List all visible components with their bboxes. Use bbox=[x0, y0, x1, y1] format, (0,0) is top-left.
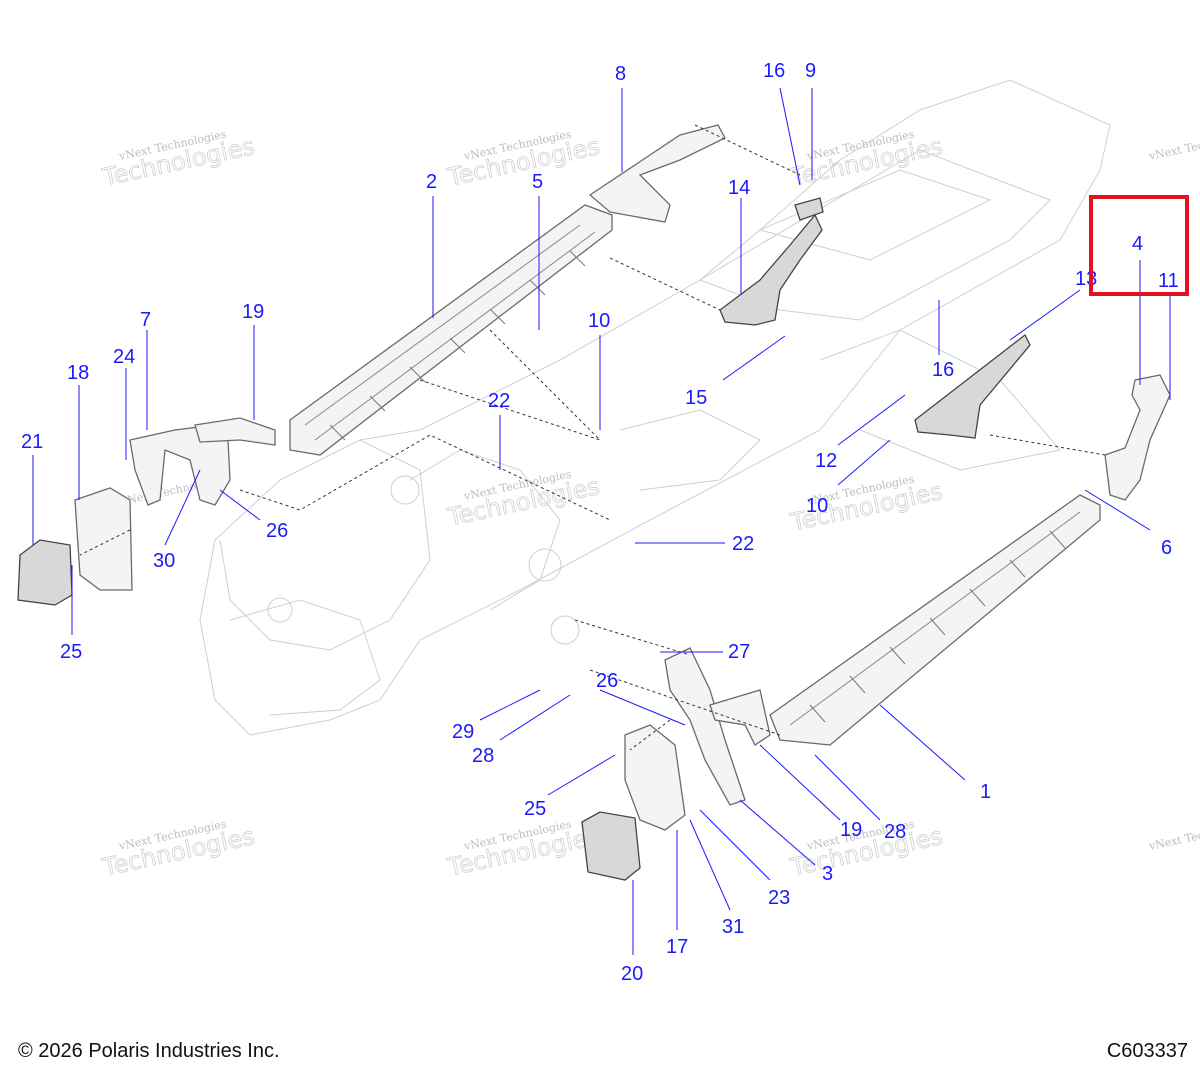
chassis-outline bbox=[199, 79, 1111, 736]
watermark: Technologies vNext Technologies bbox=[444, 127, 602, 192]
footrest-bracket-left bbox=[588, 124, 726, 223]
callout-26-left[interactable]: 26 bbox=[266, 520, 288, 542]
assembly-lines bbox=[79, 124, 1106, 751]
callout-29[interactable]: 29 bbox=[452, 721, 474, 743]
callout-12[interactable]: 12 bbox=[815, 450, 837, 472]
watermark: Technologies vNext Technologies bbox=[787, 817, 945, 882]
watermark: Technologies vNext Technologies bbox=[787, 127, 945, 192]
callout-28-right[interactable]: 28 bbox=[884, 821, 906, 843]
watermark-text: vNext Technologies bbox=[1147, 127, 1200, 163]
callout-16-upper[interactable]: 16 bbox=[763, 60, 785, 82]
callout-21[interactable]: 21 bbox=[21, 431, 43, 453]
callout-27[interactable]: 27 bbox=[728, 641, 750, 663]
watermark: Technologies vNext Technologies bbox=[99, 817, 257, 882]
callout-26-right[interactable]: 26 bbox=[596, 670, 618, 692]
callout-11[interactable]: 11 bbox=[1158, 270, 1179, 292]
callout-28-left[interactable]: 28 bbox=[472, 745, 494, 767]
callout-17[interactable]: 17 bbox=[666, 936, 688, 958]
callout-25-left[interactable]: 25 bbox=[60, 641, 82, 663]
copyright-text: © 2026 Polaris Industries Inc. bbox=[18, 1040, 280, 1062]
callout-10-lower[interactable]: 10 bbox=[806, 495, 828, 517]
callout-4[interactable]: 4 bbox=[1132, 233, 1143, 255]
footrest-bracket-right bbox=[1104, 374, 1171, 501]
front-bracket-left bbox=[129, 417, 276, 506]
watermark: vNext Technologies bbox=[1147, 127, 1200, 163]
watermark-text: vNext Technologies bbox=[1147, 817, 1200, 853]
callout-18[interactable]: 18 bbox=[67, 362, 89, 384]
callout-3[interactable]: 3 bbox=[822, 863, 833, 885]
watermark: Technologies vNext Technologies bbox=[99, 127, 257, 192]
callout-2[interactable]: 2 bbox=[426, 171, 437, 193]
running-board-right bbox=[769, 494, 1101, 746]
callout-23[interactable]: 23 bbox=[768, 887, 790, 909]
callout-9[interactable]: 9 bbox=[805, 60, 816, 82]
callout-5[interactable]: 5 bbox=[532, 171, 543, 193]
callout-15[interactable]: 15 bbox=[685, 387, 707, 409]
callout-6[interactable]: 6 bbox=[1161, 537, 1172, 559]
callout-19-upper[interactable]: 19 bbox=[242, 301, 264, 323]
front-bracket-right bbox=[664, 647, 771, 806]
highlight-box bbox=[1089, 195, 1189, 296]
callout-13[interactable]: 13 bbox=[1075, 268, 1097, 290]
callout-19-lower[interactable]: 19 bbox=[840, 819, 862, 841]
rear-bracket-right bbox=[914, 334, 1031, 439]
callout-30[interactable]: 30 bbox=[153, 550, 175, 572]
callout-31[interactable]: 31 bbox=[722, 916, 744, 938]
running-board-left bbox=[289, 204, 613, 456]
side-panel-left bbox=[17, 487, 133, 606]
callout-14[interactable]: 14 bbox=[728, 177, 750, 199]
callout-10-upper[interactable]: 10 bbox=[588, 310, 610, 332]
callouts: 1 2 3 4 5 6 7 8 9 10 10 11 12 13 14 15 1… bbox=[21, 60, 1179, 985]
figure-code: C603337 bbox=[1106, 1040, 1188, 1062]
center-bracket bbox=[719, 197, 824, 326]
callout-24[interactable]: 24 bbox=[113, 346, 135, 368]
watermark: vNext Technologies bbox=[1147, 817, 1200, 853]
callout-16-lower[interactable]: 16 bbox=[932, 359, 954, 381]
callout-7[interactable]: 7 bbox=[140, 309, 151, 331]
callout-8[interactable]: 8 bbox=[615, 63, 626, 85]
callout-25-right[interactable]: 25 bbox=[524, 798, 546, 820]
leader-lines bbox=[32, 87, 1171, 955]
callout-22-lower[interactable]: 22 bbox=[732, 533, 754, 555]
callout-20[interactable]: 20 bbox=[621, 963, 643, 985]
callout-22-upper[interactable]: 22 bbox=[488, 390, 510, 412]
watermark: Technologies vNext Technologies bbox=[444, 817, 602, 882]
callout-1[interactable]: 1 bbox=[980, 781, 991, 803]
side-panel-right bbox=[581, 724, 686, 881]
